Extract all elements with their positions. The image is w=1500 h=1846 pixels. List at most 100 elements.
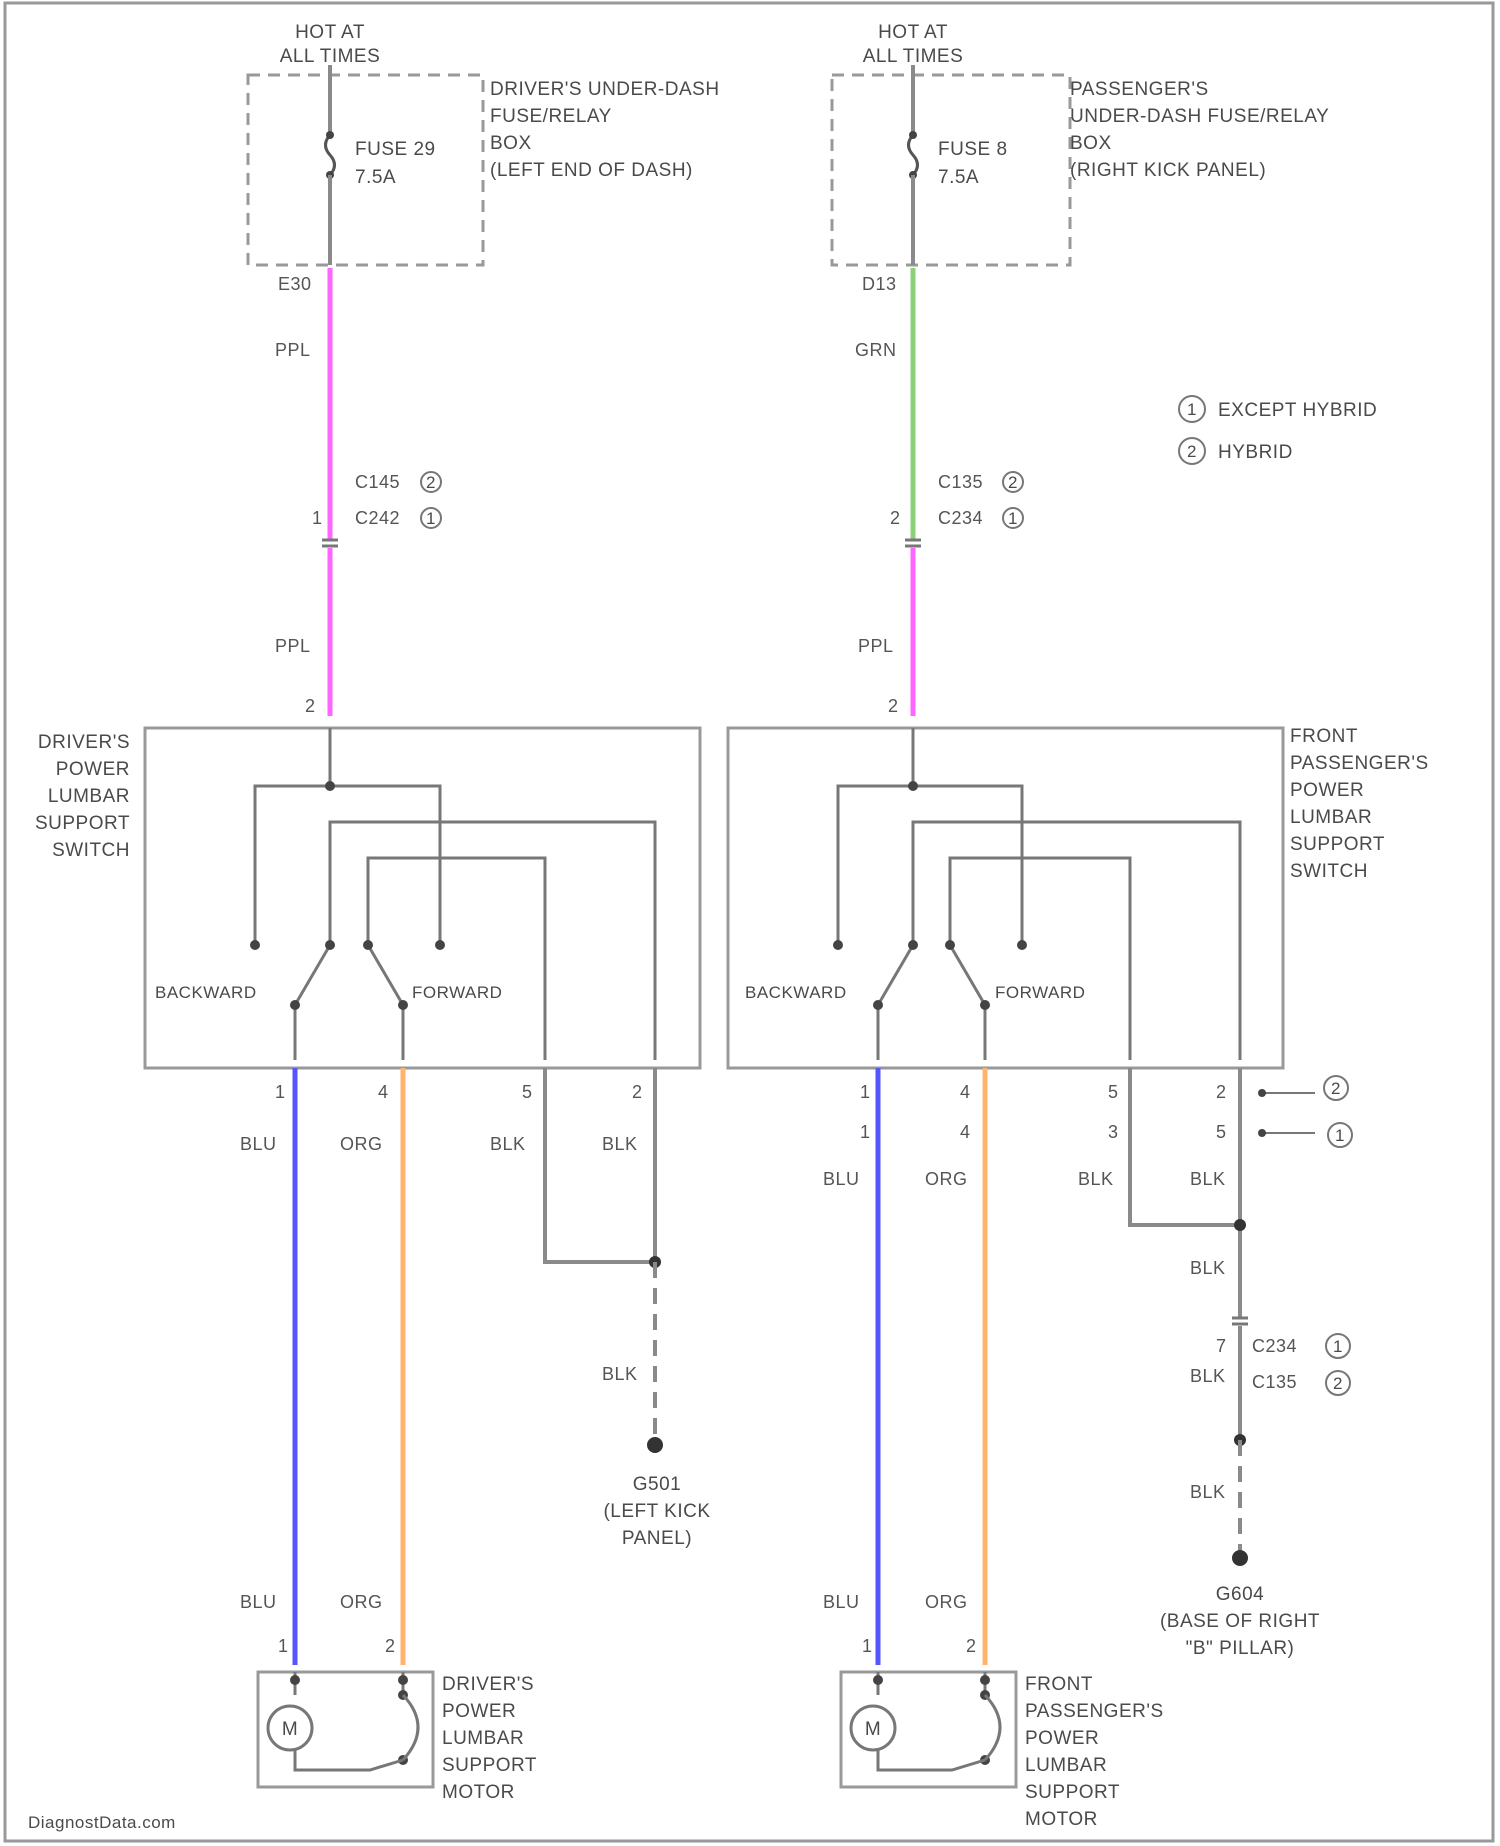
right-fuse-box-line4: (RIGHT KICK PANEL) — [1070, 160, 1266, 181]
left-switch-box — [145, 728, 700, 1068]
left-wire-top-label: PPL — [275, 340, 311, 360]
right-pin-b1: 1 — [860, 1122, 871, 1142]
right-pin-b4: 5 — [1216, 1122, 1227, 1142]
right-hot-line2: ALL TIMES — [863, 46, 964, 67]
left-motor-label-2: POWER — [442, 1701, 516, 1722]
svg-text:2: 2 — [1333, 1374, 1343, 1393]
left-pin-b1: 1 — [275, 1082, 286, 1102]
legend: 1 EXCEPT HYBRID 2 HYBRID — [1179, 396, 1377, 464]
left-wire-b3: BLK — [490, 1134, 526, 1154]
left-motor-pin-1: 1 — [278, 1636, 289, 1656]
left-fuse-box-line3: BOX — [490, 133, 532, 154]
left-fuse-rating: 7.5A — [355, 167, 396, 188]
right-wire-b2: ORG — [925, 1169, 968, 1189]
left-pin-b3: 5 — [522, 1082, 533, 1102]
left-ground-wire-label: BLK — [602, 1364, 638, 1384]
left-motor-label-5: MOTOR — [442, 1782, 515, 1803]
left-fuse-box-line1: DRIVER'S UNDER-DASH — [490, 79, 720, 100]
right-ground-wire-label: BLK — [1190, 1482, 1226, 1502]
right-wire-b3: BLK — [1078, 1169, 1114, 1189]
right-motor-wire-2: ORG — [925, 1592, 968, 1612]
left-switch-label-3: LUMBAR — [48, 786, 130, 807]
right-fuse-rating: 7.5A — [938, 167, 979, 188]
right-conn-b: C234 — [938, 508, 983, 528]
left-hot-line1: HOT AT — [295, 22, 365, 43]
right-motor-label-6: MOTOR — [1025, 1809, 1098, 1830]
right-fuse-symbol — [909, 135, 918, 175]
right-motor-label-2: PASSENGER'S — [1025, 1701, 1164, 1722]
svg-text:2: 2 — [1008, 473, 1018, 492]
right-conn2-a: C234 — [1252, 1336, 1297, 1356]
left-pin-b2: 4 — [378, 1082, 389, 1102]
left-motor-wire-2: ORG — [340, 1592, 383, 1612]
right-motor-pin-1: 1 — [862, 1636, 873, 1656]
right-motor-label-4: LUMBAR — [1025, 1755, 1107, 1776]
right-pin-b3: 3 — [1108, 1122, 1119, 1142]
left-motor-label-4: SUPPORT — [442, 1755, 537, 1776]
left-ground-3: PANEL) — [622, 1528, 692, 1549]
right-switch-label-3: POWER — [1290, 780, 1364, 801]
right-splice-wire: BLK — [1190, 1258, 1226, 1278]
left-switch-label-4: SUPPORT — [35, 813, 130, 834]
left-hot-line2: ALL TIMES — [280, 46, 381, 67]
right-wire-b4: BLK — [1190, 1169, 1226, 1189]
svg-text:1: 1 — [1333, 1337, 1343, 1356]
left-ground-1: G501 — [633, 1474, 681, 1495]
left-conn-b: C242 — [355, 508, 400, 528]
right-conn2-b: C135 — [1252, 1372, 1297, 1392]
right-forward-label: FORWARD — [995, 983, 1085, 1002]
left-motor-label-1: DRIVER'S — [442, 1674, 534, 1695]
right-pin-b2: 4 — [960, 1122, 971, 1142]
right-ground-2: (BASE OF RIGHT — [1160, 1611, 1320, 1632]
right-pin-a1: 1 — [860, 1082, 871, 1102]
left-fuse-box-line2: FUSE/RELAY — [490, 106, 612, 127]
left-switch-label-1: DRIVER'S — [38, 732, 130, 753]
right-motor-pin-2: 2 — [966, 1636, 977, 1656]
right-conn2-pin: 7 — [1216, 1336, 1227, 1356]
left-ground-2: (LEFT KICK — [603, 1501, 710, 1522]
right-motor-label-5: SUPPORT — [1025, 1782, 1120, 1803]
left-switch-internals — [255, 728, 655, 1060]
left-motor-label-3: LUMBAR — [442, 1728, 524, 1749]
left-wire-mid-label: PPL — [275, 636, 311, 656]
right-ground-point — [1232, 1550, 1248, 1566]
right-pin-a3: 5 — [1108, 1082, 1119, 1102]
left-fuse-box-line4: (LEFT END OF DASH) — [490, 160, 693, 181]
right-wire-mid-label: PPL — [858, 636, 894, 656]
right-ground-1: G604 — [1216, 1584, 1264, 1605]
left-pin-b4: 2 — [632, 1082, 643, 1102]
right-circuit: HOT AT ALL TIMES PASSENGER'S UNDER-DASH … — [728, 22, 1429, 1830]
right-switch-label-1: FRONT — [1290, 726, 1358, 747]
left-switch-label-2: POWER — [56, 759, 130, 780]
left-pin-top: E30 — [278, 274, 312, 294]
watermark: DiagnostData.com — [28, 1813, 176, 1832]
legend-t1: EXCEPT HYBRID — [1218, 400, 1377, 421]
right-pin-top: D13 — [862, 274, 897, 294]
left-wire-b2: ORG — [340, 1134, 383, 1154]
right-backward-label: BACKWARD — [745, 983, 847, 1002]
right-switch-label-6: SWITCH — [1290, 861, 1368, 882]
left-fuse-name: FUSE 29 — [355, 139, 436, 160]
right-switch-label-4: LUMBAR — [1290, 807, 1372, 828]
svg-text:1: 1 — [426, 509, 436, 528]
right-fuse-name: FUSE 8 — [938, 139, 1008, 160]
svg-text:2: 2 — [426, 473, 436, 492]
right-hot-line1: HOT AT — [878, 22, 948, 43]
right-fuse-box-line2: UNDER-DASH FUSE/RELAY — [1070, 106, 1329, 127]
left-ground-point — [647, 1437, 663, 1453]
right-conn2-wire: BLK — [1190, 1366, 1226, 1386]
left-fuse-symbol — [326, 135, 335, 175]
right-motor-label-1: FRONT — [1025, 1674, 1093, 1695]
left-conn-pin: 1 — [312, 508, 323, 528]
left-wire-b4: BLK — [602, 1134, 638, 1154]
right-switch-in-pin: 2 — [888, 696, 899, 716]
svg-text:2: 2 — [1331, 1079, 1341, 1098]
left-forward-label: FORWARD — [412, 983, 502, 1002]
left-backward-label: BACKWARD — [155, 983, 257, 1002]
left-motor-pin-2: 2 — [385, 1636, 396, 1656]
right-conn-a: C135 — [938, 472, 983, 492]
right-wire-b1: BLU — [823, 1169, 860, 1189]
left-conn-a: C145 — [355, 472, 400, 492]
left-motor-m: M — [282, 1719, 298, 1740]
